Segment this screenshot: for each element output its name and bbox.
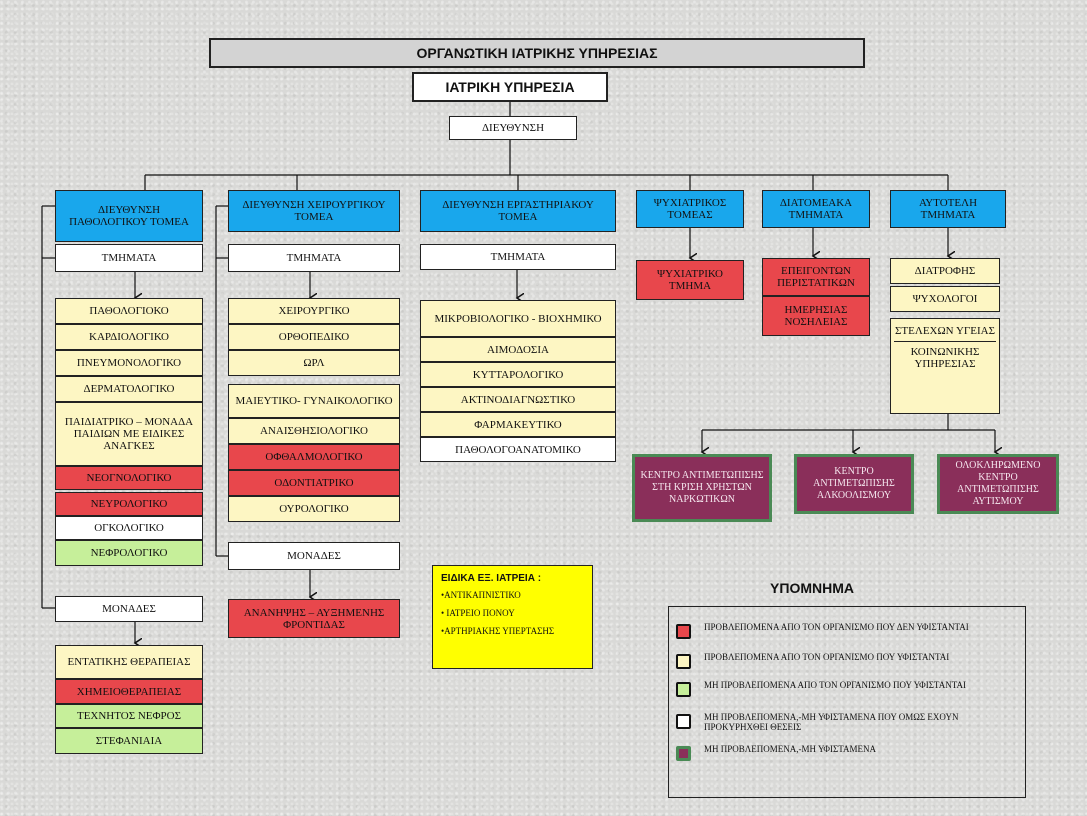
- center-narcotics-box: ΚΕΝΤΡΟ ΑΝΤΙΜΕΤΩΠΙΣΗΣ ΣΤΗ ΚΡΙΣΗ ΧΡΗΣΤΩΝ Ν…: [632, 454, 772, 522]
- department-item: ΠΝΕΥΜΟΝΟΛΟΓΙΚΟ: [55, 350, 203, 376]
- center-alcoholism-box: ΚΕΝΤΡΟ ΑΝΤΙΜΕΤΩΠΙΣΗΣ ΑΛΚΟΟΛΙΣΜΟΥ: [794, 454, 914, 514]
- department-item: ΠΑΘΟΛΟΓΙΟΚΟ: [55, 298, 203, 324]
- psychiatric-sector-head: ΨΥΧΙΑΤΡΙΚΟΣ ΤΟΜΕΑΣ: [636, 190, 744, 228]
- col2-departments-label: ΤΜΗΜΑΤΑ: [228, 244, 400, 272]
- medical-service-box: ΙΑΤΡΙΚΗ ΥΠΗΡΕΣΙΑ: [412, 72, 608, 102]
- department-item: ΔΕΡΜΑΤΟΛΟΓΙΚΟ: [55, 376, 203, 402]
- legend-swatch: [676, 746, 691, 761]
- department-item: ΧΕΙΡΟΥΡΓΙΚΟ: [228, 298, 400, 324]
- legend-swatch: [676, 624, 691, 639]
- department-item: ΟΓΚΟΛΟΓΙΚΟ: [55, 516, 203, 540]
- department-item: ΚΥΤΤΑΡΟΛΟΓΙΚΟ: [420, 362, 616, 387]
- surgery-sector-head: ΔΙΕΥΘΥΝΣΗ ΧΕΙΡΟΥΡΓΙΚΟΥ ΤΟΜΕΑ: [228, 190, 400, 232]
- legend-label: ΜΗ ΠΡΟΒΛΕΠΟΜΕΝΑ,-ΜΗ ΥΦΙΣΤΑΜΕΝΑ ΠΟΥ ΟΜΩΣ …: [704, 712, 959, 732]
- recovery-unit-box: ΑΝΑΝΗΨΗΣ – ΑΥΞΗΜΕΝΗΣ ΦΡΟΝΤΙΔΑΣ: [228, 599, 400, 638]
- special-clinics-title: ΕΙΔΙΚΑ ΕΞ. ΙΑΤΡΕΙΑ :: [441, 573, 542, 584]
- independent-head: ΑΥΤΟΤΕΛΗ ΤΜΗΜΑΤΑ: [890, 190, 1006, 228]
- department-item: ΟΥΡΟΛΟΓΙΚΟ: [228, 496, 400, 522]
- unit-item: ΤΕΧΝΗΤΟΣ ΝΕΦΡΟΣ: [55, 704, 203, 728]
- department-item: ΝΕΟΓΝΟΛΟΓΙΚΟ: [55, 466, 203, 490]
- legend-swatch: [676, 682, 691, 697]
- unit-item: ΣΤΕΦΑΝΙΑΙΑ: [55, 728, 203, 754]
- clinic-item: •ΑΡΤΗΡΙΑΚΗΣ ΥΠΕΡΤΑΣΗΣ: [441, 626, 555, 636]
- health-staff-box: ΣΤΕΛΕΧΩΝ ΥΓΕΙΑΣ ΚΟΙΝΩΝΙΚΗΣ ΥΠΗΡΕΣΙΑΣ: [890, 318, 1000, 414]
- legend-swatch: [676, 654, 691, 669]
- department-item: ΑΚΤΙΝΟΔΙΑΓΝΩΣΤΙΚΟ: [420, 387, 616, 412]
- day-care-box: ΗΜΕΡΗΣΙΑΣ ΝΟΣΗΛΕΙΑΣ: [762, 296, 870, 336]
- center-autism-box: ΟΛΟΚΛΗΡΩΜΕΝΟ ΚΕΝΤΡΟ ΑΝΤΙΜΕΤΩΠΙΣΗΣ ΑΥΤΙΣΜ…: [937, 454, 1059, 514]
- legend-label: ΜΗ ΠΡΟΒΛΕΠΟΜΕΝΑ,-ΜΗ ΥΦΙΣΤΑΜΕΝΑ: [704, 744, 877, 754]
- col1-departments-label: ΤΜΗΜΑΤΑ: [55, 244, 203, 272]
- intersector-head: ΔΙΑΤΟΜΕΑΚΑ ΤΜΗΜΑΤΑ: [762, 190, 870, 228]
- legend-swatch: [676, 714, 691, 729]
- legend-label: ΠΡΟΒΛΕΠΟΜΕΝΑ ΑΠΟ ΤΟΝ ΟΡΓΑΝΙΣΜΟ ΠΟΥ ΥΦΙΣΤ…: [704, 652, 950, 662]
- col3-departments-label: ΤΜΗΜΑΤΑ: [420, 244, 616, 270]
- nutrition-box: ΔΙΑΤΡΟΦΗΣ: [890, 258, 1000, 284]
- department-item: ΟΔΟΝΤΙΑΤΡΙΚΟ: [228, 470, 400, 496]
- direction-box: ΔΙΕΥΘΥΝΣΗ: [449, 116, 577, 140]
- department-item: ΟΡΘΟΠΕΔΙΚΟ: [228, 324, 400, 350]
- department-item: ΦΑΡΜΑΚΕΥΤΙΚΟ: [420, 412, 616, 437]
- department-item: ΝΕΥΡΟΛΟΓΙΚΟ: [55, 492, 203, 516]
- col1-units-label: ΜΟΝΑΔΕΣ: [55, 596, 203, 622]
- psychologists-box: ΨΥΧΟΛΟΓΟΙ: [890, 286, 1000, 312]
- legend-label: ΠΡΟΒΛΕΠΟΜΕΝΑ ΑΠΟ ΤΟΝ ΟΡΓΑΝΙΣΜΟ ΠΟΥ ΔΕΝ Υ…: [704, 622, 969, 632]
- clinic-item: • ΙΑΤΡΕΙΟ ΠΟΝΟΥ: [441, 608, 515, 618]
- department-item: ΠΑΘΟΛΟΓΟΑΝΑΤΟΜΙΚΟ: [420, 437, 616, 462]
- department-item: ΩΡΛ: [228, 350, 400, 376]
- legend-label: ΜΗ ΠΡΟΒΛΕΠΟΜΕΝΑ ΑΠΟ ΤΟΝ ΟΡΓΑΝΙΣΜΟ ΠΟΥ ΥΦ…: [704, 680, 966, 690]
- department-item: ΑΙΜΟΔΟΣΙΑ: [420, 337, 616, 362]
- clinic-item: •ΑΝΤΙΚΑΠΝΙΣΤΙΚΟ: [441, 590, 521, 600]
- pathology-sector-head: ΔΙΕΥΘΥΝΣΗ ΠΑΘΟΛΟΓΙΚΟΥ ΤΟΜΕΑ: [55, 190, 203, 242]
- psychiatric-department-box: ΨΥΧΙΑΤΡΙΚΟ ΤΜΗΜΑ: [636, 260, 744, 300]
- department-item: ΜΙΚΡΟΒΙΟΛΟΓΙΚΟ - ΒΙΟΧΗΜΙΚΟ: [420, 300, 616, 337]
- department-item: ΑΝΑΙΣΘΗΣΙΟΛΟΓΙΚΟ: [228, 418, 400, 444]
- department-item: ΟΦΘΑΛΜΟΛΟΓΙΚΟ: [228, 444, 400, 470]
- legend-box: [668, 606, 1026, 798]
- legend-title: ΥΠΟΜΝΗΜΑ: [770, 580, 854, 596]
- unit-item: ΕΝΤΑΤΙΚΗΣ ΘΕΡΑΠΕΙΑΣ: [55, 645, 203, 679]
- health-staff-label: ΣΤΕΛΕΧΩΝ ΥΓΕΙΑΣ: [895, 325, 995, 337]
- department-item: ΜΑΙΕΥΤΙΚΟ- ΓΥΝΑΙΚΟΛΟΓΙΚΟ: [228, 384, 400, 418]
- emergency-box: ΕΠΕΙΓΟΝΤΩΝ ΠΕΡΙΣΤΑΤΙΚΩΝ: [762, 258, 870, 296]
- chart-title: ΟΡΓΑΝΩΤΙΚΗ ΙΑΤΡΙΚΗΣ ΥΠΗΡΕΣΙΑΣ: [209, 38, 865, 68]
- social-service-label: ΚΟΙΝΩΝΙΚΗΣ ΥΠΗΡΕΣΙΑΣ: [894, 341, 996, 370]
- lab-sector-head: ΔΙΕΥΘΥΝΣΗ ΕΡΓΑΣΤΗΡΙΑΚΟΥ ΤΟΜΕΑ: [420, 190, 616, 232]
- unit-item: ΧΗΜΕΙΟΘΕΡΑΠΕΙΑΣ: [55, 679, 203, 704]
- department-item: ΝΕΦΡΟΛΟΓΙΚΟ: [55, 540, 203, 566]
- department-item: ΠΑΙΔΙΑΤΡΙΚΟ – ΜΟΝΑΔΑ ΠΑΙΔΙΩΝ ΜΕ ΕΙΔΙΚΕΣ …: [55, 402, 203, 466]
- col2-units-label: ΜΟΝΑΔΕΣ: [228, 542, 400, 570]
- special-clinics-box: ΕΙΔΙΚΑ ΕΞ. ΙΑΤΡΕΙΑ : •ΑΝΤΙΚΑΠΝΙΣΤΙΚΟ • Ι…: [432, 565, 593, 669]
- department-item: ΚΑΡΔΙΟΛΟΓΙΚΟ: [55, 324, 203, 350]
